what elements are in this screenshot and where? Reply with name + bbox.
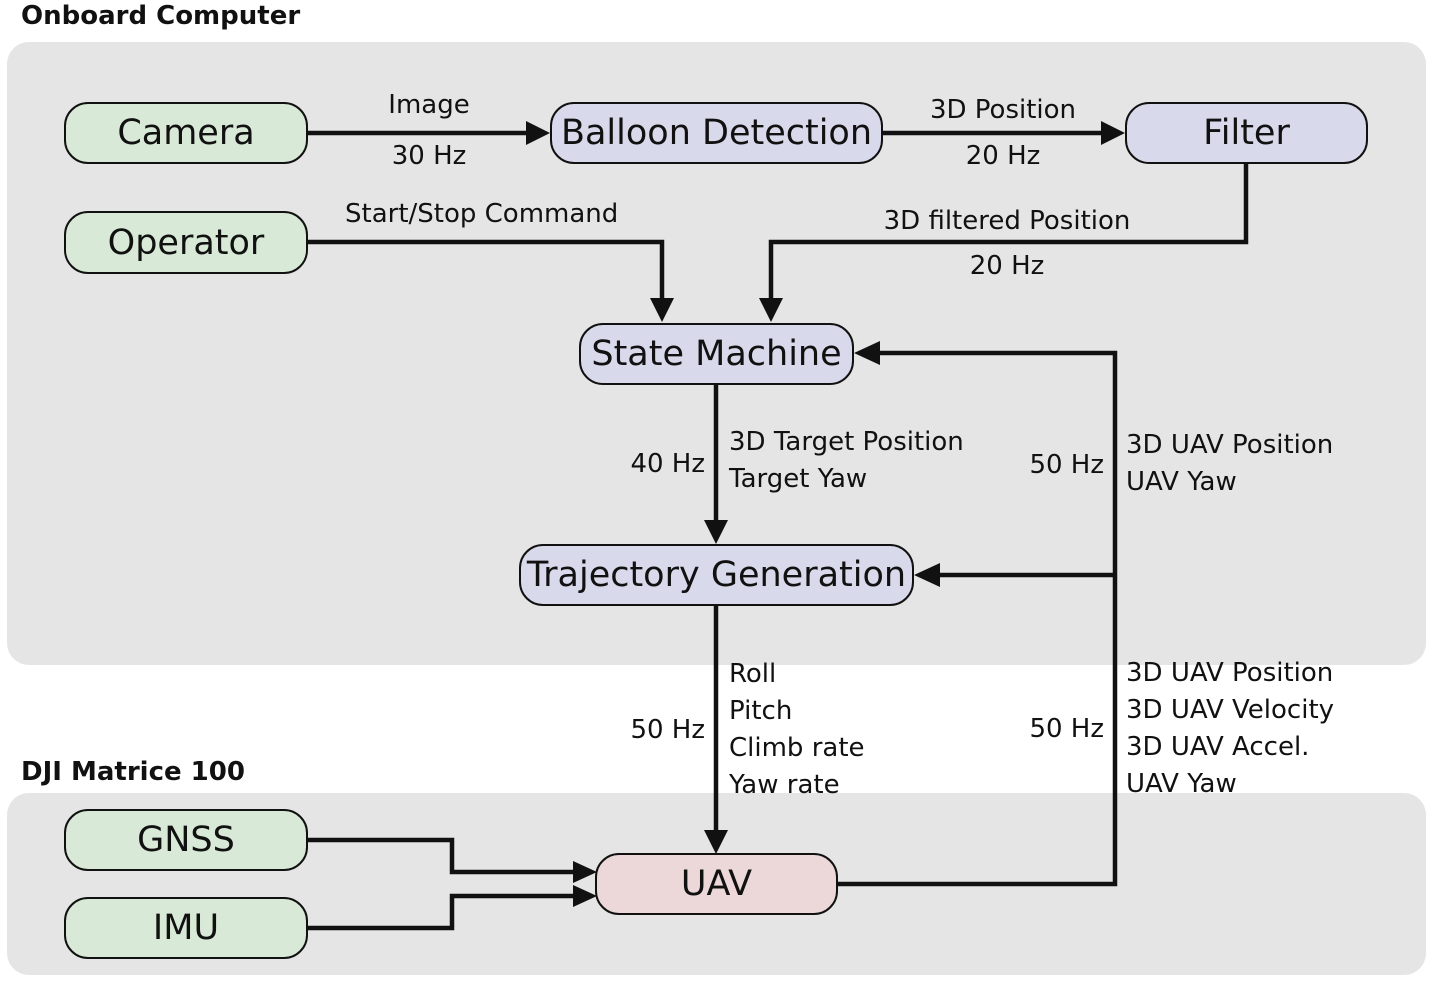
balloon-detection-node: Balloon Detection <box>550 102 883 164</box>
uav-position-label: 3D UAV Position <box>1126 430 1334 460</box>
gnss-node: GNSS <box>64 809 308 871</box>
detection-rate-label: 20 Hz <box>965 141 1041 171</box>
state-machine-node: State Machine <box>579 323 854 385</box>
uav-traj-rate-label: 50 Hz <box>1029 714 1104 744</box>
arrowhead-traj-feedback <box>914 563 940 587</box>
yaw-rate-label: Yaw rate <box>729 770 840 800</box>
uav-state-signals: 3D UAV Position UAV Yaw <box>1126 427 1333 501</box>
state-traj-signals: 3D Target Position Target Yaw <box>729 424 964 498</box>
state-traj-rate-label: 40 Hz <box>630 449 705 479</box>
filter-node: Filter <box>1125 102 1368 164</box>
arrowhead-filter <box>1101 121 1125 145</box>
pitch-label: Pitch <box>729 696 793 726</box>
climb-rate-label: Climb rate <box>729 733 865 763</box>
uav-accel-label: 3D UAV Accel. <box>1126 732 1310 762</box>
traj-uav-rate-label: 50 Hz <box>630 715 705 745</box>
uav-velocity-label: 3D UAV Velocity <box>1126 695 1335 725</box>
target-position-label: 3D Target Position <box>729 427 964 457</box>
uav-position-full-label: 3D UAV Position <box>1126 658 1334 688</box>
filter-rate-label: 20 Hz <box>969 251 1045 281</box>
traj-uav-signals: Roll Pitch Climb rate Yaw rate <box>729 656 865 804</box>
camera-node: Camera <box>64 102 308 164</box>
arrowhead-state-filter <box>759 298 783 322</box>
uav-traj-signals: 3D UAV Position 3D UAV Velocity 3D UAV A… <box>1126 655 1334 803</box>
roll-label: Roll <box>729 659 777 689</box>
edge-uav-feedback <box>838 350 1118 887</box>
target-yaw-label: Target Yaw <box>729 464 868 494</box>
arrow-heads <box>526 121 1125 907</box>
start-stop-command-label: Start/Stop Command <box>345 199 619 229</box>
edge-filter-state <box>768 164 1249 300</box>
edge-operator-state <box>308 239 665 300</box>
camera-rate-label: 30 Hz <box>391 141 467 171</box>
arrowhead-uav-imu <box>573 885 597 907</box>
trajectory-generation-node: Trajectory Generation <box>519 544 914 606</box>
imu-node: IMU <box>64 897 308 959</box>
edge-gnss-uav <box>308 837 575 875</box>
arrowhead-uav <box>704 830 728 854</box>
onboard-computer-title: Onboard Computer <box>21 1 301 31</box>
arrowhead-traj <box>704 520 728 544</box>
operator-node: Operator <box>64 211 308 274</box>
filtered-position-label: 3D filtered Position <box>883 206 1131 236</box>
uav-yaw-label: UAV Yaw <box>1126 467 1237 497</box>
arrowhead-state-feedback <box>854 341 880 365</box>
arrowhead-uav-gnss <box>573 861 597 883</box>
arrowhead-state-operator <box>650 298 674 322</box>
dji-matrice-title: DJI Matrice 100 <box>21 757 245 787</box>
edge-imu-uav <box>308 893 575 931</box>
uav-yaw-full-label: UAV Yaw <box>1126 769 1237 799</box>
3d-position-label: 3D Position <box>929 95 1077 125</box>
arrowhead-detection <box>526 121 550 145</box>
uav-state-rate-label: 50 Hz <box>1029 450 1104 480</box>
uav-node: UAV <box>595 853 838 915</box>
image-label: Image <box>388 90 470 120</box>
